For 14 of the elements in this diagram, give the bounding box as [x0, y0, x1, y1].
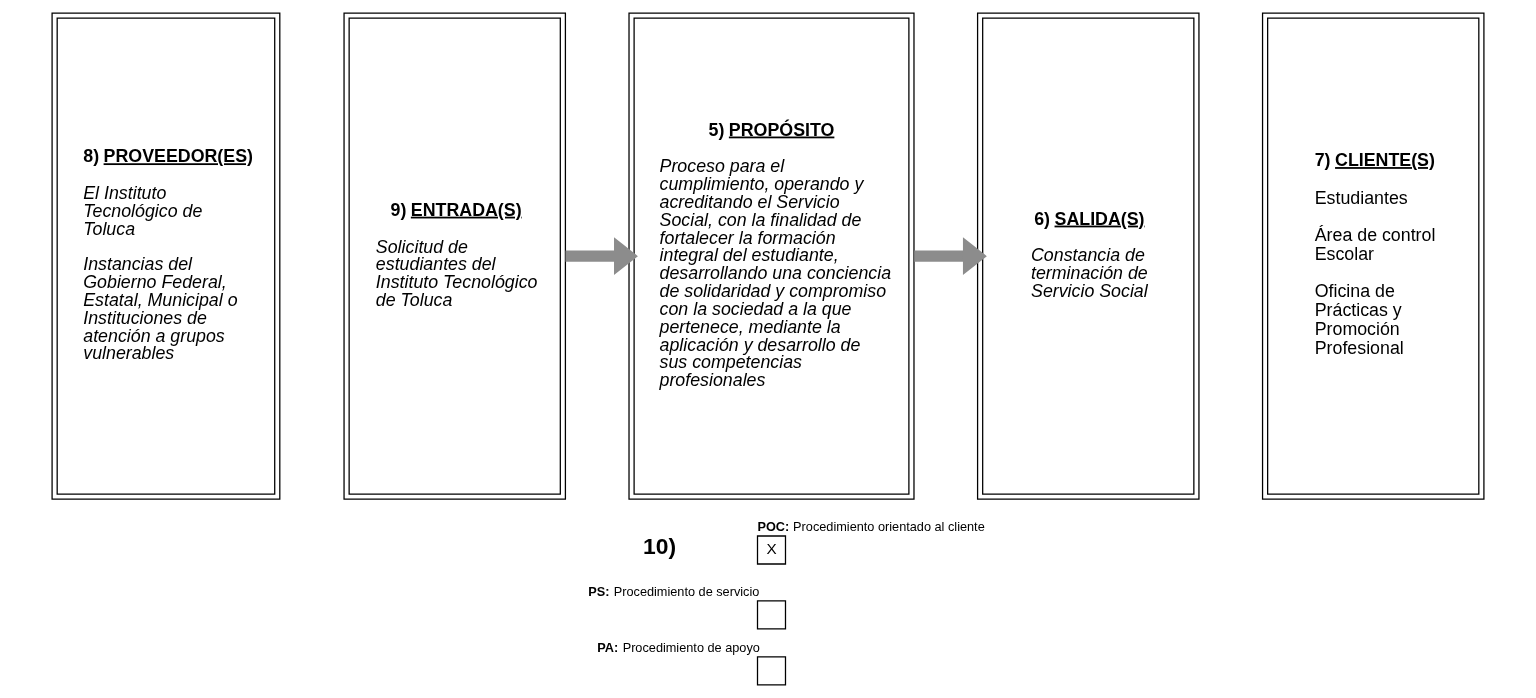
- node-box: 8) PROVEEDOR(ES) El Instituto Tecnológico de Toluca Instancias del Gobierno Federal, Estatal, Municipal o Instituciones de atención a grupos vulnerables: [51, 12, 281, 500]
- node-box: 5) PROPÓSITO Proceso para el cumplimiento, operando y acreditando el Servicio Social, con la finalidad de fortalecer la formación integral del estudiante, desarrollando una conciencia de solidaridad y compromiso con la sociedad a la que pertenece, mediante la aplicación y desarrollo de sus competencias profesionales: [628, 12, 915, 500]
- node-label: PA: Procedimiento de apoyo: [597, 639, 760, 655]
- node-box: 9) ENTRADA(S) Solicitud de estudiantes del Instituto Tecnológico de Toluca: [343, 12, 567, 500]
- node-box: [756, 600, 787, 630]
- node-box: 7) CLIENTE(S) Estudiantes Área de control Escolar Oficina de Prácticas y Promoción Profesional: [1261, 12, 1485, 500]
- node-label: POC: Procedimiento orientado al cliente: [757, 518, 985, 534]
- node-box: X: [756, 535, 787, 565]
- node-box: 6) SALIDA(S) Constancia de terminación de Servicio Social: [976, 12, 1200, 500]
- arrow: [914, 237, 987, 275]
- arrow: [565, 237, 638, 275]
- node-box: [756, 656, 787, 686]
- node-label: PS: Procedimiento de servicio: [588, 583, 760, 599]
- label: 10): [643, 533, 677, 560]
